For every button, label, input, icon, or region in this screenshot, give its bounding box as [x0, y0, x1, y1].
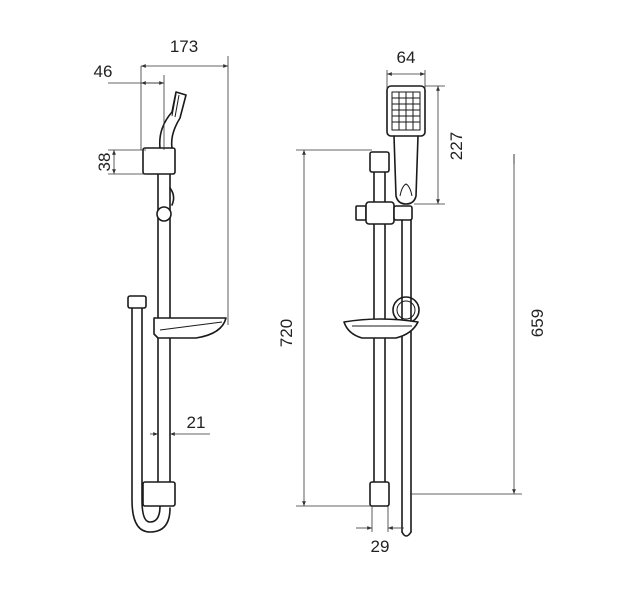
dim-21: 21: [150, 413, 210, 436]
dim-46: 46: [94, 62, 165, 150]
front-hand-shower: [386, 85, 426, 205]
shower-nozzle-grid: [392, 92, 420, 130]
dim-38-label: 38: [95, 153, 114, 172]
dim-64-label: 64: [397, 48, 416, 67]
dim-659: 659: [410, 154, 547, 495]
front-hose: [401, 219, 412, 537]
side-view: 173 46 38 21: [94, 37, 229, 533]
side-top-bracket: [142, 147, 176, 175]
front-bottom-cap: [369, 481, 390, 507]
front-soap-dish: [343, 318, 419, 339]
side-soap-dish: [153, 317, 227, 339]
front-top-cap: [369, 151, 390, 173]
dim-659-label: 659: [528, 309, 547, 337]
side-hose: [127, 295, 171, 533]
dim-29: 29: [356, 506, 404, 556]
dim-720-label: 720: [277, 319, 296, 347]
dim-173: 173: [140, 37, 229, 325]
side-slider-knob: [156, 206, 172, 222]
dim-21-label: 21: [187, 413, 206, 432]
dim-64: 64: [386, 48, 426, 88]
front-slider: [355, 201, 413, 225]
dim-227: 227: [414, 85, 466, 205]
dim-720: 720: [277, 149, 372, 507]
dim-227-label: 227: [447, 132, 466, 160]
side-bottom-bracket: [142, 481, 176, 507]
dim-173-label: 173: [170, 37, 198, 56]
side-hand-shower: [158, 91, 187, 149]
dim-29-label: 29: [371, 537, 390, 556]
side-hose-hook: [169, 187, 175, 206]
front-view: 64 227 720 659 29: [277, 48, 547, 556]
dim-38: 38: [95, 149, 146, 175]
dim-46-label: 46: [94, 62, 113, 81]
